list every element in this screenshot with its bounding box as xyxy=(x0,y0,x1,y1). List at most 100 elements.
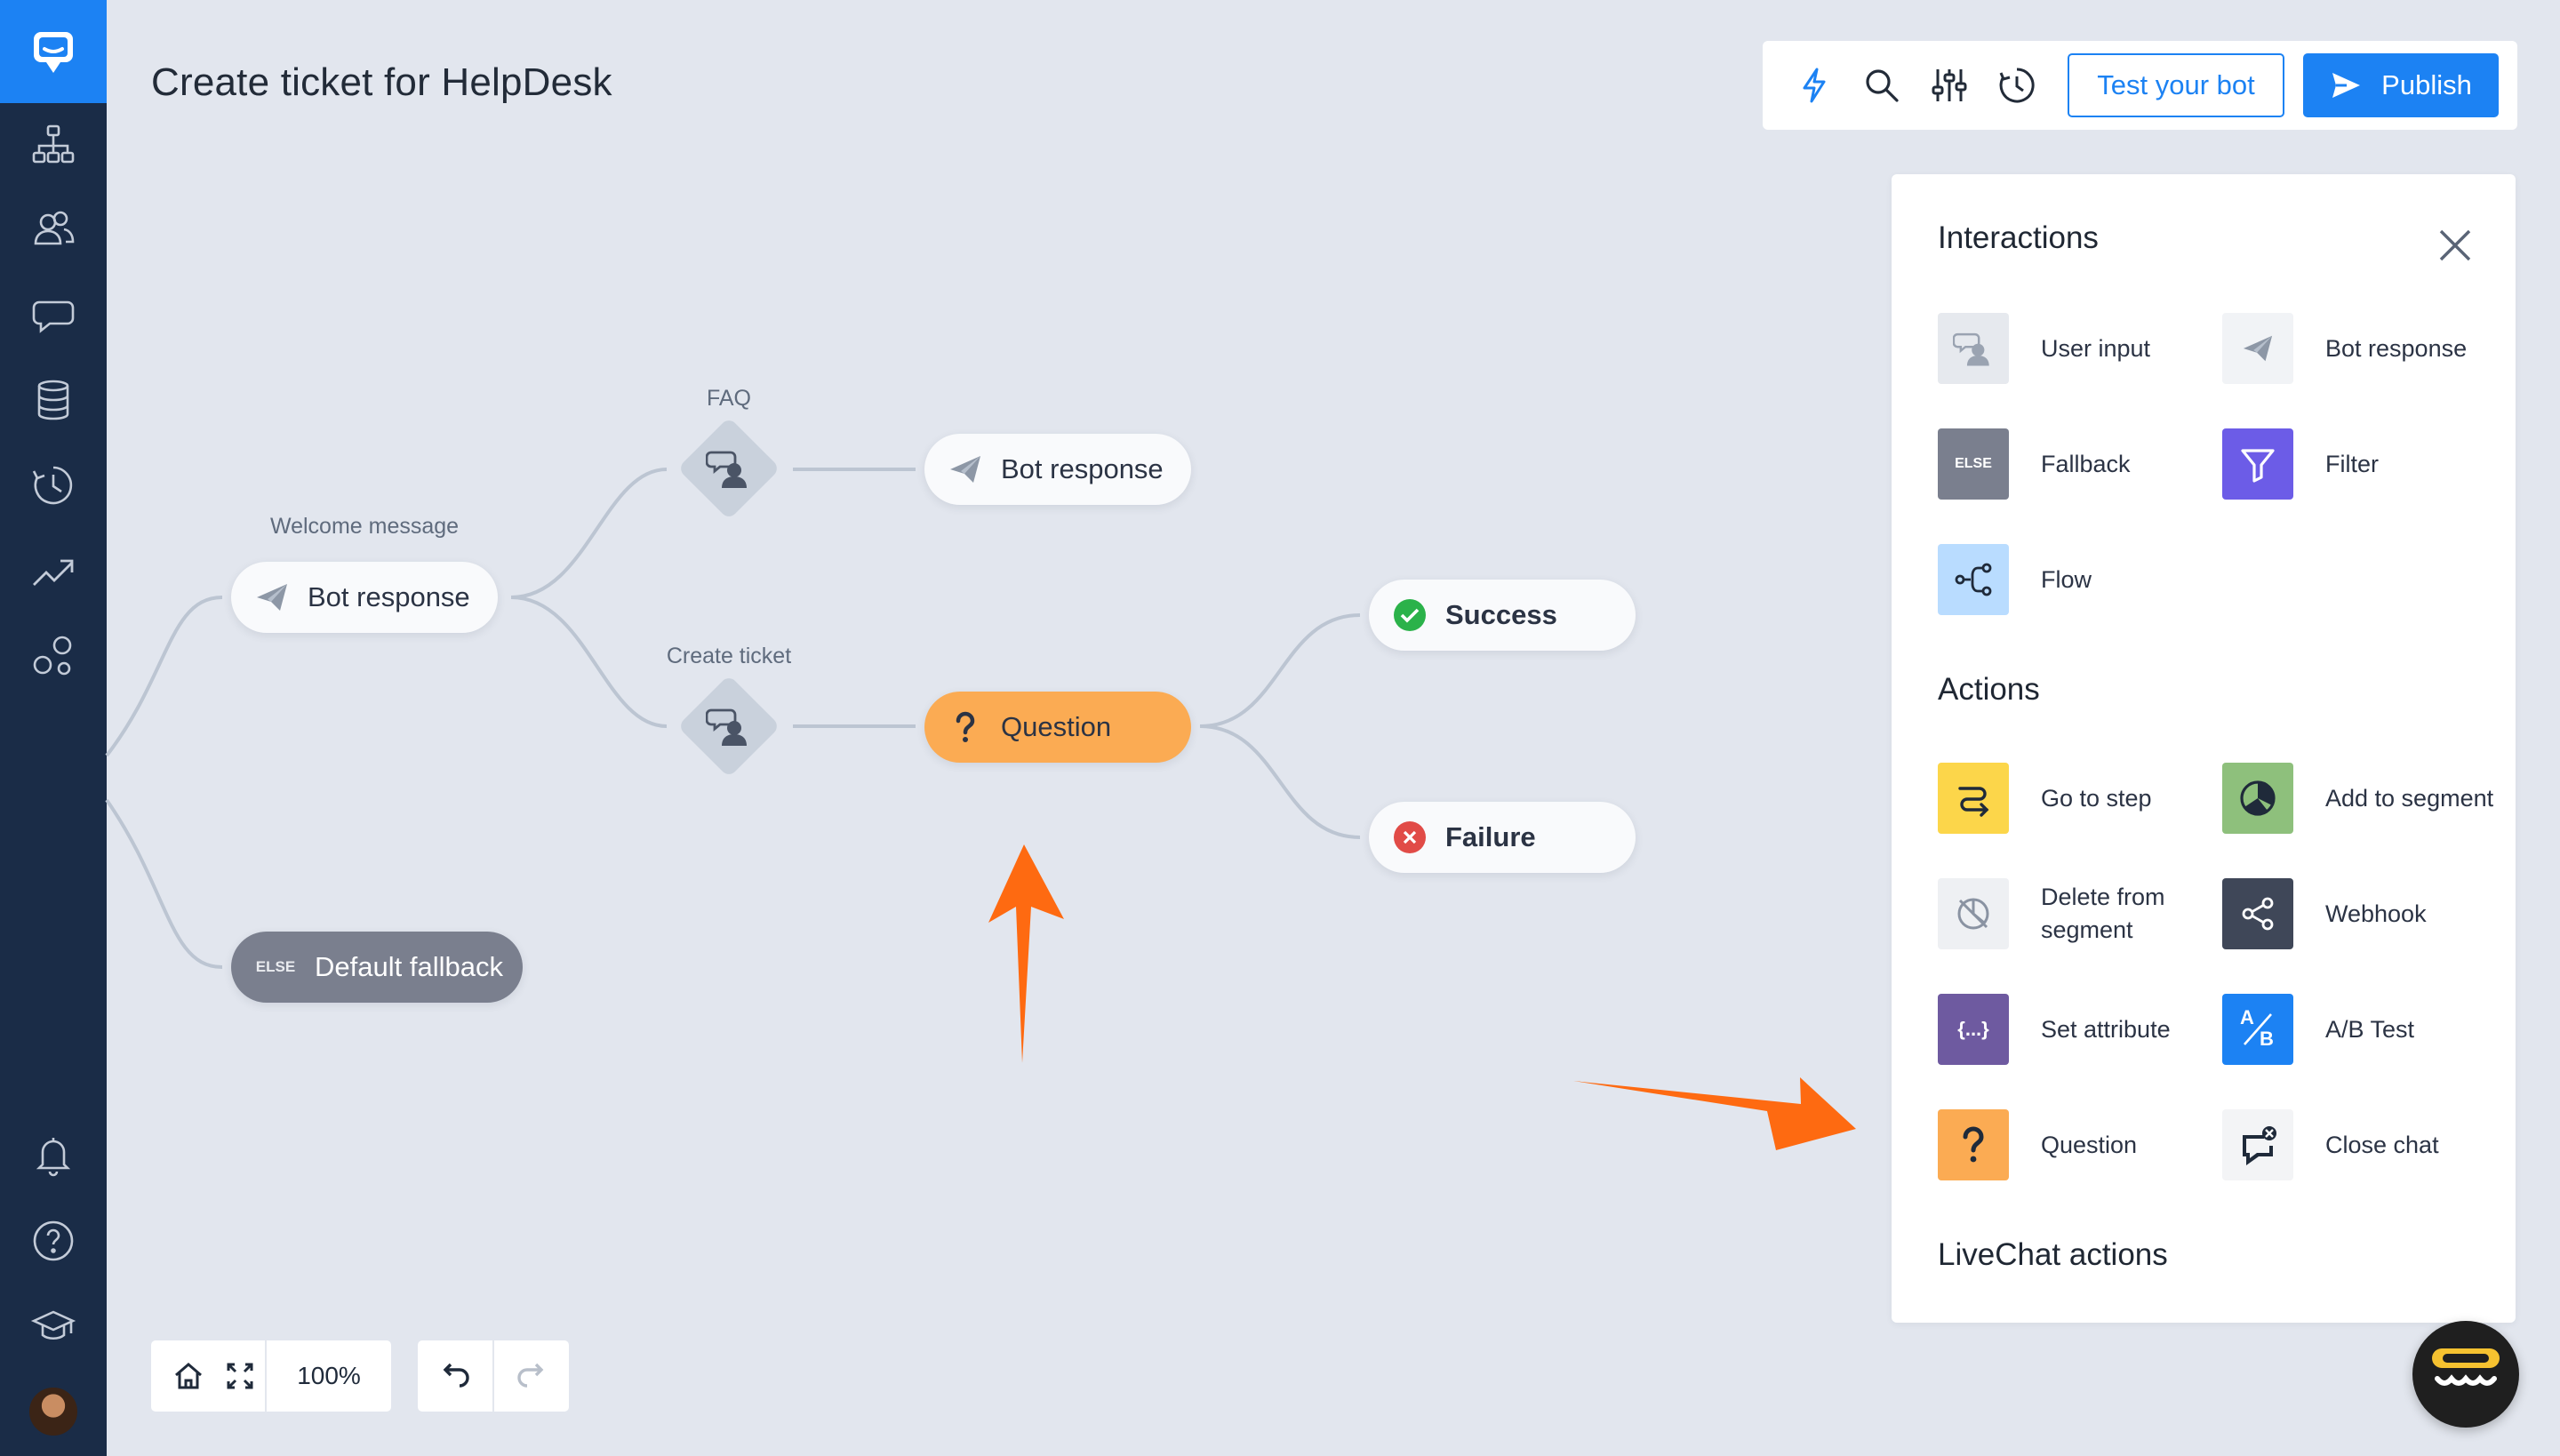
palette-add-to-segment[interactable]: Add to segment xyxy=(2222,763,2507,834)
pie-icon xyxy=(2222,763,2293,834)
item-label: Fallback xyxy=(2041,450,2131,477)
palette-fallback[interactable]: ELSE Fallback xyxy=(1938,428,2222,500)
item-label: Webhook xyxy=(2325,900,2427,927)
avatar[interactable] xyxy=(27,1385,80,1438)
ab-letter-a: A xyxy=(2240,1006,2254,1028)
users-icon[interactable] xyxy=(27,203,80,256)
node-label: Default fallback xyxy=(315,951,503,982)
page-title: Create ticket for HelpDesk xyxy=(151,60,612,104)
history-controls xyxy=(418,1340,569,1412)
else-icon: ELSE xyxy=(1938,428,2009,500)
webhook-icon xyxy=(2222,878,2293,949)
annotation-arrow-right xyxy=(1573,1077,1856,1150)
x-circle-icon xyxy=(1392,820,1428,855)
paper-plane-icon xyxy=(2222,313,2293,384)
palette-close-chat[interactable]: Close chat xyxy=(2222,1109,2507,1180)
palette-webhook[interactable]: Webhook xyxy=(2222,878,2507,949)
paper-plane-icon xyxy=(948,452,983,487)
flow-icon xyxy=(1938,544,2009,615)
zoom-level[interactable]: 100% xyxy=(297,1362,361,1389)
chat-logo-icon xyxy=(34,32,73,73)
item-label: Add to segment xyxy=(2325,784,2494,812)
failure-node[interactable]: Failure xyxy=(1369,802,1636,873)
history-icon[interactable] xyxy=(27,459,80,512)
bell-icon[interactable] xyxy=(27,1129,80,1182)
palette-delete-from-segment[interactable]: Delete from segment xyxy=(1938,878,2222,949)
node-label: Question xyxy=(1001,711,1112,742)
help-icon[interactable] xyxy=(27,1214,80,1268)
palette-user-input[interactable]: User input xyxy=(1938,313,2222,384)
paper-plane-icon xyxy=(254,580,290,615)
item-label: Close chat xyxy=(2325,1131,2439,1158)
actions-heading: Actions xyxy=(1938,672,2040,707)
filter-icon xyxy=(2222,428,2293,500)
go-to-step-icon xyxy=(1938,763,2009,834)
ab-letter-b: B xyxy=(2260,1028,2274,1050)
question-node[interactable]: Question xyxy=(924,692,1191,763)
divider xyxy=(265,1340,267,1412)
faq-bot-response-node[interactable]: Bot response xyxy=(924,434,1191,505)
toolbar: Test your bot Publish xyxy=(1763,41,2517,130)
ab-test-icon: A B xyxy=(2222,994,2293,1065)
item-label: Flow xyxy=(2041,565,2092,593)
sliders-icon[interactable] xyxy=(1930,66,1969,105)
item-label: A/B Test xyxy=(2325,1015,2415,1043)
test-bot-button[interactable]: Test your bot xyxy=(2068,53,2284,117)
welcome-label: Welcome message xyxy=(269,514,460,539)
item-label: Bot response xyxy=(2325,334,2468,362)
undo-icon[interactable] xyxy=(418,1340,492,1412)
create-ticket-label: Create ticket xyxy=(666,644,792,668)
palette-flow[interactable]: Flow xyxy=(1938,544,2222,615)
palette-question[interactable]: Question xyxy=(1938,1109,2222,1180)
trending-icon[interactable] xyxy=(27,544,80,597)
search-icon[interactable] xyxy=(1862,66,1901,105)
question-icon xyxy=(1938,1109,2009,1180)
item-label: User input xyxy=(2041,334,2151,362)
sidebar xyxy=(0,0,107,1456)
node-label: Bot response xyxy=(308,581,470,612)
close-icon[interactable] xyxy=(2436,226,2475,265)
user-input-icon xyxy=(1938,313,2009,384)
palette-bot-response[interactable]: Bot response xyxy=(2222,313,2507,384)
database-icon[interactable] xyxy=(27,373,80,427)
history-icon[interactable] xyxy=(1997,66,2036,105)
interactions-heading: Interactions xyxy=(1938,220,2099,255)
else-tag: ELSE xyxy=(255,958,296,975)
chat-widget-icon xyxy=(2432,1348,2500,1386)
success-node[interactable]: Success xyxy=(1369,580,1636,651)
palette-set-attribute[interactable]: {...} Set attribute xyxy=(1938,994,2222,1065)
graduation-cap-icon[interactable] xyxy=(27,1300,80,1353)
fit-screen-icon[interactable] xyxy=(215,1340,265,1412)
chat-bubble-icon[interactable] xyxy=(27,288,80,341)
node-label: Bot response xyxy=(1001,453,1164,484)
lightning-icon[interactable] xyxy=(1795,66,1834,105)
default-fallback-node[interactable]: ELSE Default fallback xyxy=(231,932,523,1003)
integrations-icon[interactable] xyxy=(27,629,80,683)
delete-segment-icon xyxy=(1938,878,2009,949)
node-label: Failure xyxy=(1445,821,1536,852)
braces-icon: {...} xyxy=(1938,994,2009,1065)
user-input-icon xyxy=(704,701,754,751)
node-label: Success xyxy=(1445,599,1557,630)
user-input-icon xyxy=(704,444,754,493)
home-icon[interactable] xyxy=(162,1340,215,1412)
welcome-bot-response-node[interactable]: Bot response xyxy=(231,562,498,633)
palette-go-to-step[interactable]: Go to step xyxy=(1938,763,2222,834)
sitemap-icon[interactable] xyxy=(27,117,80,171)
palette-filter[interactable]: Filter xyxy=(2222,428,2507,500)
send-icon xyxy=(2332,73,2361,98)
chat-widget-button[interactable] xyxy=(2412,1321,2519,1428)
item-label: Set attribute xyxy=(2041,1015,2171,1043)
close-chat-icon xyxy=(2222,1109,2293,1180)
item-label: Question xyxy=(2041,1131,2138,1158)
item-label: Go to step xyxy=(2041,784,2152,812)
divider xyxy=(492,1340,494,1412)
app-logo[interactable] xyxy=(0,0,107,103)
redo-icon[interactable] xyxy=(494,1340,569,1412)
item-label: Delete from segment xyxy=(2041,884,2165,943)
publish-button[interactable]: Publish xyxy=(2303,53,2499,117)
livechat-actions-heading: LiveChat actions xyxy=(1938,1237,2168,1272)
question-icon xyxy=(948,709,983,745)
palette-ab-test[interactable]: A B A/B Test xyxy=(2222,994,2507,1065)
